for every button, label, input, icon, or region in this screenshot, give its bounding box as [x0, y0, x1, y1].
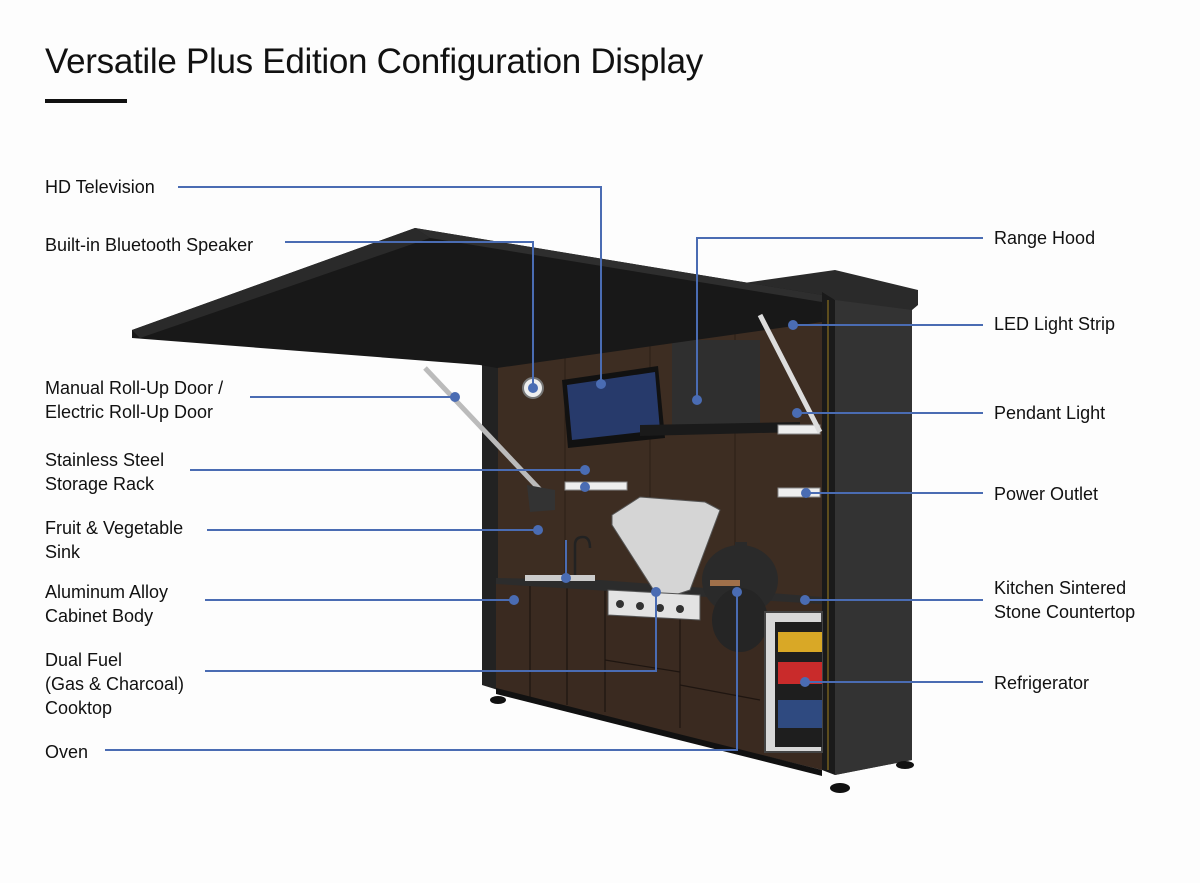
title-underline — [45, 99, 127, 103]
label-hd-television: HD Television — [45, 177, 155, 197]
label-range-hood: Range Hood — [994, 228, 1096, 248]
label-bluetooth-speaker: Built-in Bluetooth Speaker — [45, 235, 254, 255]
label-cabinet-body: Aluminum Alloy Cabinet Body — [45, 582, 169, 626]
label-oven: Oven — [45, 742, 89, 762]
label-pendant-light: Pendant Light — [994, 403, 1106, 423]
label-cooktop: Dual Fuel (Gas & Charcoal) Cooktop — [45, 650, 185, 718]
label-storage-rack: Stainless Steel Storage Rack — [45, 450, 165, 494]
label-refrigerator: Refrigerator — [994, 673, 1090, 693]
label-countertop: Kitchen Sintered Stone Countertop — [994, 578, 1136, 622]
leader-lines — [105, 186, 983, 751]
label-led-light-strip: LED Light Strip — [994, 314, 1116, 334]
page-title: Versatile Plus Edition Configuration Dis… — [45, 42, 703, 81]
leader-dots — [450, 320, 811, 687]
label-roll-up-door: Manual Roll-Up Door / Electric Roll-Up D… — [45, 378, 224, 422]
label-power-outlet: Power Outlet — [994, 484, 1099, 504]
label-sink: Fruit & Vegetable Sink — [45, 518, 184, 562]
